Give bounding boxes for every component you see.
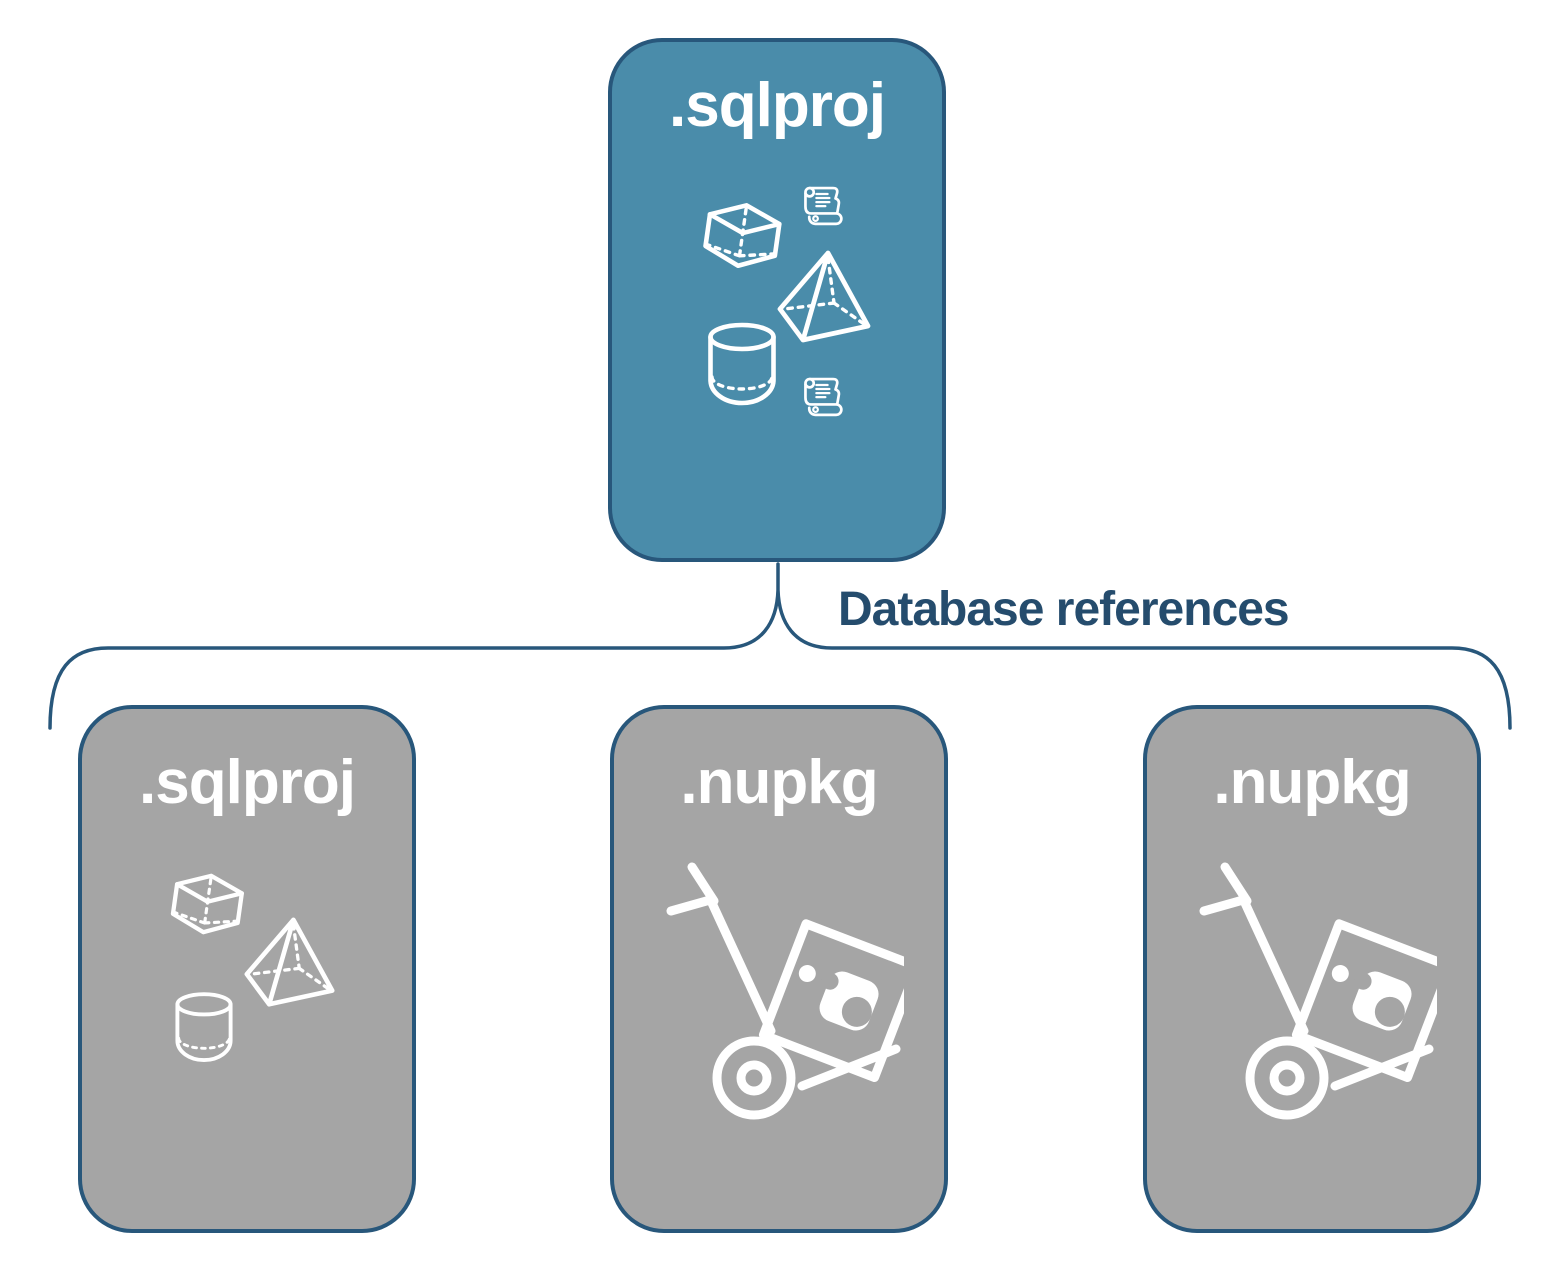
cube-icon: [697, 198, 787, 288]
edge-label-database-references: Database references: [838, 583, 1290, 636]
child-node-sqlproj: .sqlproj: [78, 705, 416, 1233]
root-node-label: .sqlproj: [669, 71, 886, 140]
database-cylinder-icon: [170, 990, 238, 1066]
child-node-label: .nupkg: [1213, 748, 1411, 817]
sql-script-scroll-icon: [797, 176, 851, 230]
sql-script-scroll-icon: [797, 367, 851, 421]
database-cylinder-icon: [702, 320, 782, 410]
child-node-nupkg-1: .nupkg: [610, 705, 948, 1233]
nuget-package-hand-truck-icon: [1197, 854, 1437, 1124]
pyramid-icon: [242, 915, 339, 1012]
pyramid-icon: [775, 248, 875, 348]
nuget-package-hand-truck-icon: [664, 854, 904, 1124]
child-node-label: .nupkg: [680, 748, 878, 817]
cube-icon: [165, 869, 249, 953]
root-node-sqlproj: .sqlproj: [608, 38, 946, 562]
child-node-label: .sqlproj: [139, 748, 356, 817]
brace-connector: [48, 562, 1512, 730]
child-node-nupkg-2: .nupkg: [1143, 705, 1481, 1233]
